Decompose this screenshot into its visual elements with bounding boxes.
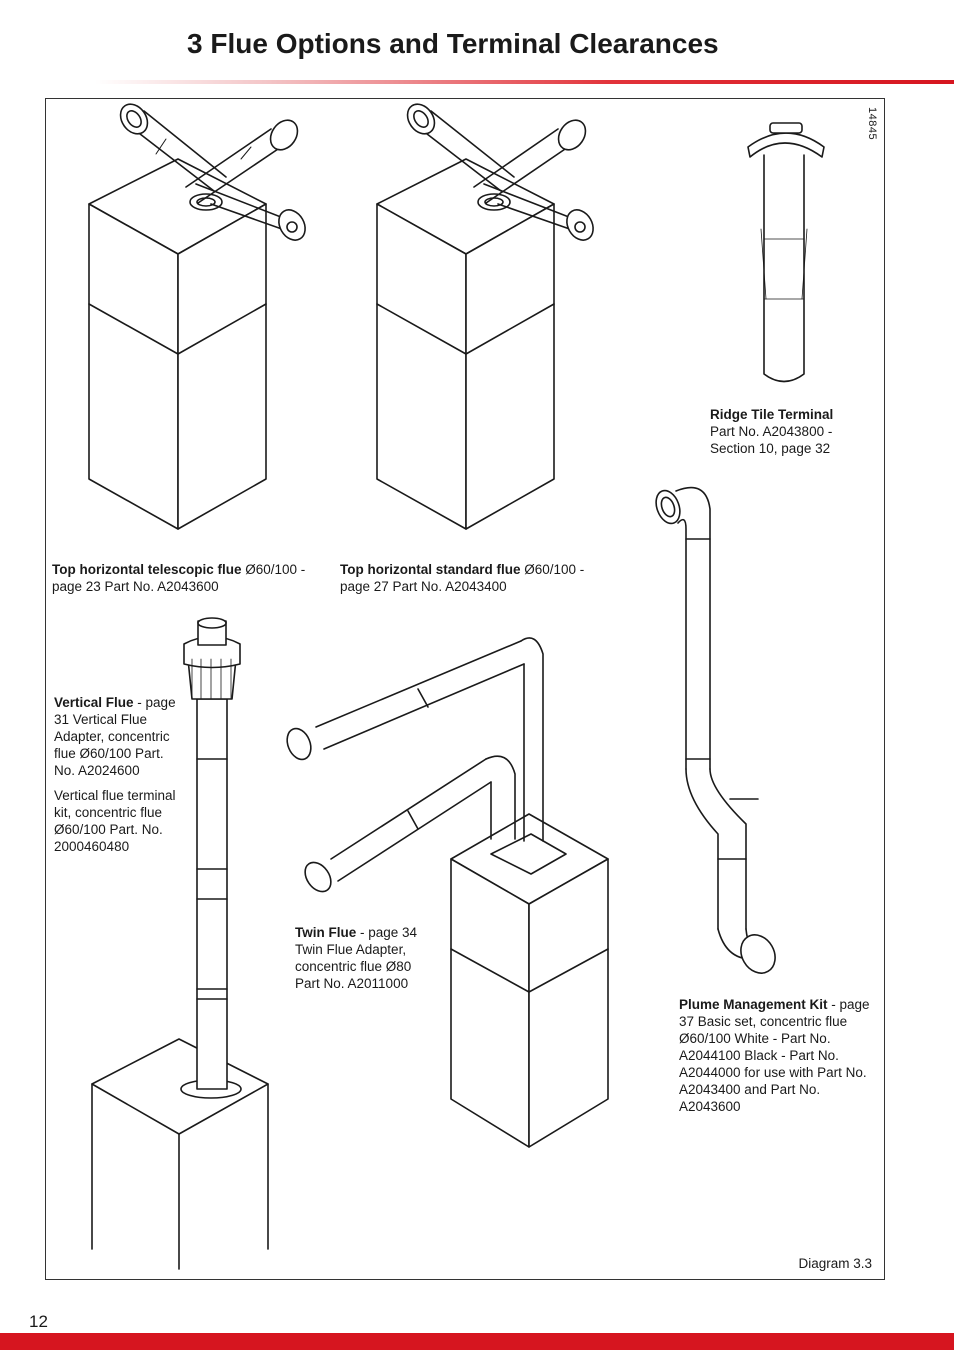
twin-flue-illustration — [286, 637, 609, 1148]
caption-vertical-text2: Vertical flue terminal kit, concentric f… — [54, 788, 176, 854]
caption-standard: Top horizontal standard flue Ø60/100 - p… — [340, 561, 602, 595]
footer-bar — [0, 1333, 954, 1350]
drawing-code: 14845 — [866, 107, 878, 141]
caption-telescopic: Top horizontal telescopic flue Ø60/100 -… — [52, 561, 324, 595]
caption-plume: Plume Management Kit - page 37 Basic set… — [679, 996, 873, 1115]
page-title: 3 Flue Options and Terminal Clearances — [187, 28, 719, 59]
title-rule — [95, 80, 954, 84]
diagram-label: Diagram 3.3 — [798, 1256, 872, 1271]
caption-plume-title: Plume Management Kit — [679, 997, 828, 1012]
flue-illustrations — [88, 103, 825, 1270]
caption-vertical: Vertical Flue - page 31 Vertical Flue Ad… — [54, 694, 188, 863]
caption-twin-title: Twin Flue — [295, 925, 357, 940]
caption-telescopic-text: Ø60/100 - page 23 Part No. A2043600 — [52, 562, 306, 594]
caption-standard-title: Top horizontal standard flue — [340, 562, 521, 577]
diagram-frame: 14845 Ridge Tile Terminal Part No. A2043… — [45, 98, 885, 1280]
caption-ridge-title: Ridge Tile Terminal — [710, 407, 834, 422]
caption-twin-text: - page 34 Twin Flue Adapter, concentric … — [295, 925, 418, 991]
caption-ridge-tile: Ridge Tile Terminal Part No. A2043800 - … — [710, 406, 860, 457]
standard-flue-illustration — [376, 103, 594, 530]
telescopic-flue-illustration — [88, 103, 306, 530]
caption-twin: Twin Flue - page 34 Twin Flue Adapter, c… — [295, 924, 431, 992]
plume-management-kit-illustration — [655, 486, 776, 974]
caption-plume-text: - page 37 Basic set, concentric flue Ø60… — [679, 997, 870, 1114]
caption-vertical-text: - page 31 Vertical Flue Adapter, concent… — [54, 695, 176, 778]
caption-standard-text: Ø60/100 - page 27 Part No. A2043400 — [340, 562, 585, 594]
ridge-tile-terminal-illustration — [747, 122, 825, 383]
caption-telescopic-title: Top horizontal telescopic flue — [52, 562, 242, 577]
vertical-flue-illustration — [91, 617, 269, 1270]
caption-ridge-text: Part No. A2043800 - Section 10, page 32 — [710, 424, 833, 456]
caption-vertical-title: Vertical Flue — [54, 695, 134, 710]
page-number: 12 — [29, 1312, 48, 1331]
